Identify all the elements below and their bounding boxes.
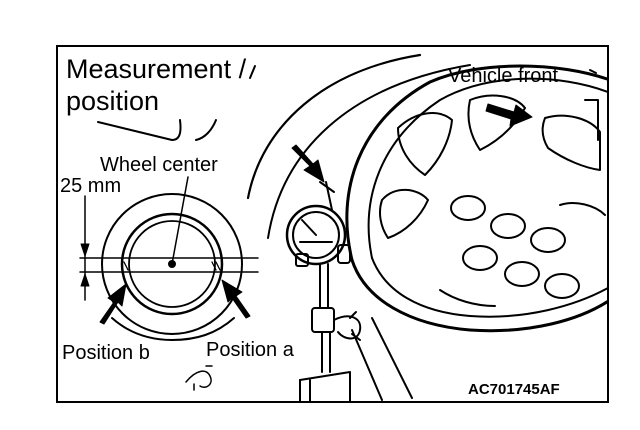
vehicle-front-label: Vehicle front xyxy=(448,65,559,87)
diagram-frame xyxy=(56,45,609,403)
measurement-position-diagram xyxy=(79,119,259,341)
figure-code: AC701745AF xyxy=(468,381,560,398)
dial-gauge-icon xyxy=(285,181,362,401)
wheel-icon xyxy=(246,53,607,401)
wheel-center-label: Wheel center xyxy=(100,154,218,176)
measurement-label: Measurement / xyxy=(66,54,247,84)
position-a-label: Position a xyxy=(206,339,294,361)
position-label: position xyxy=(66,86,160,116)
arrow-icon xyxy=(99,103,533,325)
position-b-label: Position b xyxy=(62,342,150,364)
dimension-label: 25 mm xyxy=(60,175,122,197)
